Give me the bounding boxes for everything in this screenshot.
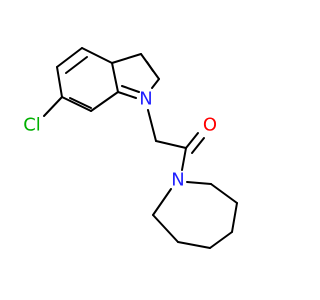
bond — [152, 214, 179, 243]
bond — [117, 91, 137, 99]
bond — [56, 66, 63, 98]
bond — [61, 96, 92, 112]
carbonyl-oxygen-atom-label: O — [203, 115, 217, 136]
bond-c-cl — [43, 96, 63, 117]
bond — [56, 47, 83, 68]
bond — [65, 56, 88, 74]
bond-ch2-co — [155, 140, 187, 149]
bond-carbonyl-double — [185, 132, 199, 149]
bond-carbonyl-double — [191, 137, 205, 154]
bond — [111, 53, 142, 64]
indole-nitrogen-atom-label: N — [139, 89, 152, 110]
bond — [210, 183, 238, 204]
chlorine-atom-label: Cl — [23, 115, 41, 136]
benzene-ring — [56, 47, 119, 112]
bond — [146, 61, 154, 72]
bond — [81, 47, 113, 64]
bond — [90, 91, 119, 112]
bond-co-n — [181, 147, 187, 171]
azepane-ring — [152, 181, 238, 249]
bond — [209, 231, 233, 249]
structure-canvas: Cl N O N — [23, 47, 238, 249]
bond — [152, 188, 172, 216]
bond — [186, 181, 212, 185]
pyrrole-ring — [111, 53, 160, 99]
bond — [177, 241, 211, 249]
bond — [111, 62, 119, 93]
bond — [231, 202, 238, 233]
molecule-structure: Cl N O N — [23, 47, 238, 249]
bond — [121, 85, 140, 93]
bond-n-ch2 — [147, 109, 157, 142]
bond — [69, 97, 92, 109]
bond — [151, 78, 160, 89]
amide-nitrogen-atom-label: N — [171, 170, 184, 191]
